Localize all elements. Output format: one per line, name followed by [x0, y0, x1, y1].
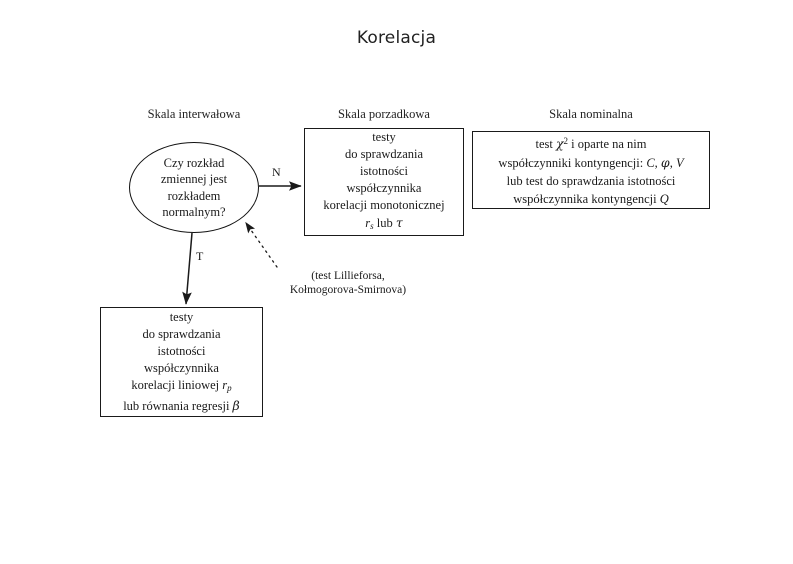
ordinal-math-line: rs lub τ	[365, 214, 403, 235]
column-header-nominal: Skala nominalna	[549, 107, 633, 121]
nominal-sep-1: ,	[654, 155, 661, 170]
symbol-v: V	[675, 155, 684, 170]
ordinal-line-3: istotności	[360, 164, 408, 179]
interval-line6-pre: lub równania regresji	[123, 398, 233, 413]
interval-line-1: testy	[169, 310, 194, 325]
symbol-r: r	[365, 216, 371, 231]
interval-line-3: istotności	[157, 344, 206, 359]
symbol-chi-exponent: 2	[563, 136, 569, 147]
decision-line-4: normalnym?	[162, 205, 226, 219]
ordinal-line-5: korelacji monotonicznej	[323, 198, 445, 213]
ordinal-line-2: do sprawdzania	[344, 147, 424, 162]
nominal-line2-pre: współczynniki kontyngencji:	[498, 155, 647, 170]
nominal-sep-2: ,	[669, 155, 676, 170]
symbol-q: Q	[659, 191, 669, 206]
symbol-r-linear-subscript: p	[227, 382, 232, 393]
symbol-phi: φ	[660, 154, 670, 170]
annotation-line-2: Kołmogorova-Smirnova)	[289, 284, 407, 296]
interval-line-2: do sprawdzania	[142, 327, 221, 342]
annotation-normality-tests: (test Lillieforsa, Kołmogorova-Smirnova)	[258, 269, 438, 297]
nominal-line-4: współczynnika kontyngencji Q	[513, 190, 669, 208]
decision-ellipse-outline	[129, 142, 259, 233]
nominal-line-1: test χ2 i oparte na nim	[535, 132, 646, 153]
ordinal-line-1: testy	[372, 130, 396, 145]
nominal-line1-pre: test	[535, 137, 556, 152]
interval-line-4: współczynnika	[144, 361, 219, 376]
column-header-interval: Skala interwałowa	[147, 107, 241, 121]
box-interval-scale-tests: testy do sprawdzania istotności współczy…	[100, 307, 263, 417]
nominal-line-3: lub test do sprawdzania istotności	[506, 173, 676, 188]
decision-line-3: rozkładem	[167, 188, 221, 203]
nominal-line4-pre: współczynnika kontyngencji	[513, 191, 660, 206]
nominal-line1-post: i oparte na nim	[568, 137, 647, 152]
interval-line5-pre: korelacji liniowej	[131, 378, 223, 393]
symbol-c: C	[646, 155, 655, 170]
symbol-r-linear: r	[222, 378, 228, 393]
decision-node-normality: Czy rozkład zmiennej jest rozkładem norm…	[129, 142, 259, 233]
symbol-chi: χ	[555, 136, 564, 152]
decision-line-2: zmiennej jest	[160, 172, 228, 186]
box-ordinal-scale-tests: testy do sprawdzania istotności współczy…	[304, 128, 464, 236]
interval-math-line-1: korelacji liniowej rp	[131, 377, 231, 397]
edge-label-yes: T	[196, 249, 204, 263]
annotation-line-1: (test Lillieforsa,	[311, 270, 385, 282]
symbol-beta: β	[232, 397, 240, 413]
conjunction-lub: lub	[373, 216, 396, 231]
interval-math-line-2: lub równania regresji β	[123, 397, 240, 415]
box-nominal-scale-tests: test χ2 i oparte na nim współczynniki ko…	[472, 131, 710, 209]
ordinal-line-4: współczynnika	[346, 181, 422, 196]
nominal-line-2: współczynniki kontyngencji: C, φ, V	[498, 154, 683, 172]
decision-line-1: Czy rozkład	[163, 155, 225, 170]
symbol-r-subscript: s	[370, 220, 374, 231]
symbol-tau: τ	[395, 215, 403, 231]
page-title: Korelacja	[356, 28, 437, 48]
edge-label-no: N	[272, 165, 281, 179]
column-header-ordinal: Skala porzadkowa	[338, 107, 430, 121]
edge-yes-arrow	[182, 232, 193, 305]
